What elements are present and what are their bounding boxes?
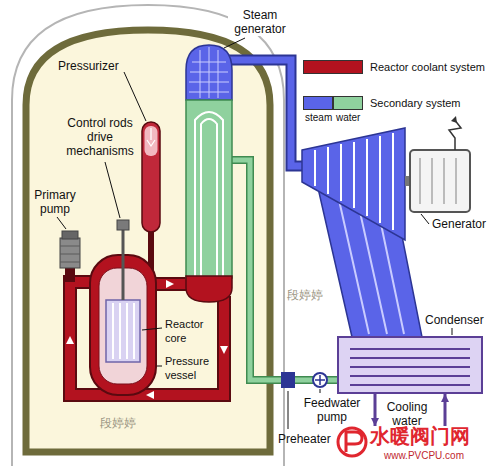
watermark-text: 段婷婷 <box>287 288 323 302</box>
part-label: Pressure vessel <box>165 354 215 382</box>
pump-fins <box>60 246 80 262</box>
containment-wall <box>26 30 270 452</box>
leader-line <box>105 162 120 218</box>
watermark-url: www.PVCPU.com <box>384 450 464 462</box>
u-tubes <box>195 112 223 276</box>
leader-line <box>452 328 453 335</box>
leader-line <box>142 328 162 330</box>
separator-hatch <box>189 47 229 98</box>
steam-pipe-outline <box>228 60 304 166</box>
leader-line <box>224 38 245 48</box>
watermark-logo-text: 水暖阀门网 <box>370 424 470 448</box>
fuel-rods <box>113 303 134 359</box>
steam-generator-body <box>186 100 232 278</box>
part-label: Reactor core <box>165 317 213 345</box>
legend-swatch <box>303 96 333 110</box>
steam-dome <box>186 45 232 100</box>
logo-mark <box>346 432 362 452</box>
power-symbol <box>449 119 461 150</box>
watermark-text: 段婷婷 <box>100 416 136 430</box>
legend-swatch <box>333 96 363 110</box>
flow-arrow <box>220 346 228 354</box>
part-label: Generator <box>432 217 486 231</box>
turbine <box>302 128 405 240</box>
turbine-blades <box>315 133 393 230</box>
legend-swatch <box>303 60 363 74</box>
leader-line <box>157 366 162 367</box>
leader-line <box>124 72 146 121</box>
flow-arrow <box>166 280 174 288</box>
preheater <box>281 372 295 388</box>
part-label: Feedwater pump <box>300 396 364 424</box>
feedwater-pump <box>313 373 327 387</box>
pump-cross <box>315 375 325 385</box>
legend-text: Reactor coolant system <box>370 60 485 74</box>
reactor-core <box>106 300 140 362</box>
flow-arrow <box>371 418 379 426</box>
spray-nozzle <box>147 128 155 146</box>
control-rod-shaft <box>122 228 125 300</box>
flow-arrow <box>66 336 74 344</box>
part-label: Primary pump <box>30 188 80 216</box>
containment-outer <box>12 5 284 466</box>
part-label: Control rods drive mechanisms <box>62 116 138 158</box>
pressurizer <box>142 122 160 232</box>
pressurizer-steam <box>145 126 158 156</box>
power-arrow <box>451 116 457 123</box>
legend-text: Secondary system <box>370 96 460 110</box>
rod-drive <box>117 220 129 230</box>
flow-arrow <box>441 394 449 402</box>
leader-line <box>288 391 289 429</box>
condenser <box>338 337 482 393</box>
pump-pipe <box>65 268 75 282</box>
generator-ribs <box>420 158 456 204</box>
part-label: Cooling water <box>381 400 433 428</box>
leader-line <box>421 214 429 224</box>
pump-motor <box>62 231 78 239</box>
leader-line <box>57 217 66 229</box>
part-label: Condenser <box>425 313 484 327</box>
leader-line <box>320 389 321 393</box>
generator <box>410 150 470 212</box>
condenser-tubes <box>350 349 470 385</box>
hot-leg-outline <box>154 277 190 291</box>
primary-pump <box>60 238 80 268</box>
steam-pipe <box>228 60 304 166</box>
part-label: Pressurizer <box>58 59 119 73</box>
sg-bottom-head <box>186 276 232 302</box>
hot-leg <box>154 279 190 289</box>
flow-arrow <box>146 391 154 399</box>
logo-ring <box>338 428 366 456</box>
part-label: Preheater <box>278 432 331 446</box>
legend-text: water <box>336 111 360 124</box>
part-label: Steam generator <box>228 8 292 36</box>
legend-text: steam <box>305 111 332 124</box>
